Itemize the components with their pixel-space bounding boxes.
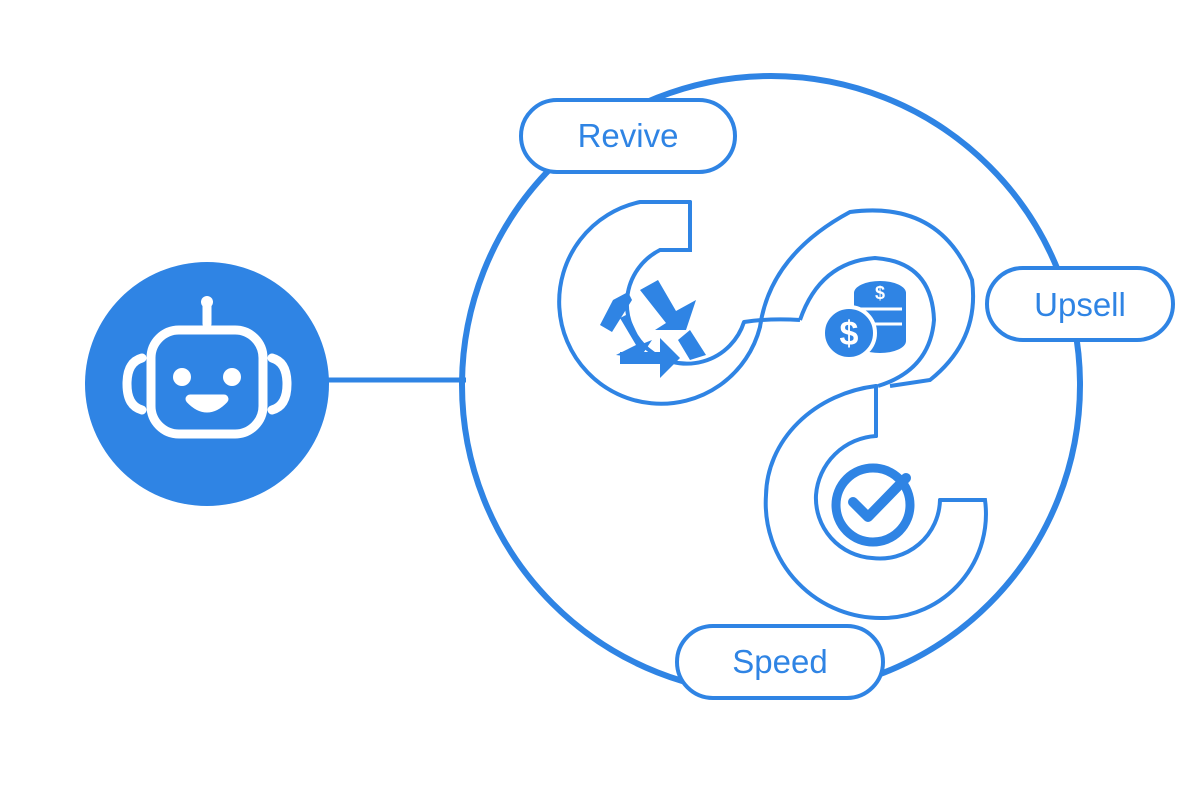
revive-label: Revive: [578, 117, 679, 154]
speed-label: Speed: [732, 643, 827, 680]
speed-track: [763, 384, 988, 621]
svg-text:$: $: [875, 283, 885, 303]
revive-upsell-link: [743, 208, 975, 388]
upsell-label-pill: Upsell: [985, 266, 1175, 342]
svg-text:$: $: [840, 315, 859, 353]
robot-icon: [122, 296, 292, 439]
checkmark-circle-icon: [831, 463, 915, 547]
upsell-track: [798, 255, 937, 388]
coins-dollar-icon: $ $: [821, 281, 906, 361]
recycle-icon: [600, 280, 706, 378]
bot-avatar[interactable]: [85, 262, 329, 506]
upsell-label: Upsell: [1034, 286, 1126, 323]
revive-label-pill: Revive: [519, 98, 737, 174]
speed-label-pill: Speed: [675, 624, 885, 700]
